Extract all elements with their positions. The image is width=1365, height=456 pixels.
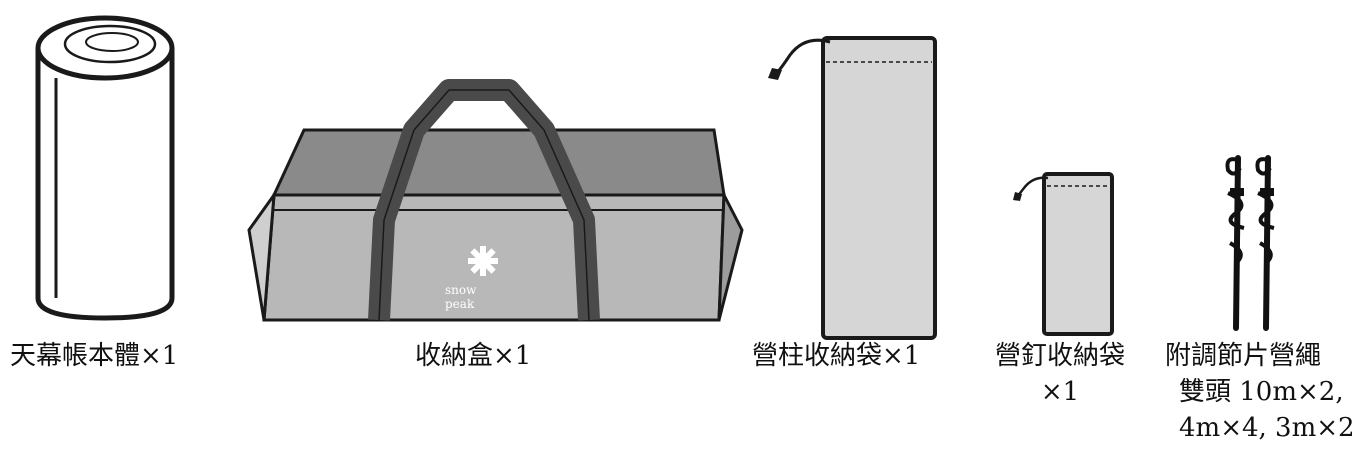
- peg-bag-illustration: [1013, 172, 1114, 336]
- storage-bag-caption: 收納盒×1: [415, 341, 532, 371]
- guy-rope-illustration: [1225, 155, 1275, 331]
- peg-bag-caption-line-1: 營釘收納袋: [994, 341, 1125, 371]
- pole-bag-illustration: [768, 36, 937, 340]
- bag-logo-text: snow peak: [445, 283, 477, 311]
- snow-peak-logo-icon: [468, 246, 498, 276]
- guy-rope-caption-line-3: 4m×4, 3m×2: [1179, 413, 1355, 443]
- peg-bag-caption-line-2: ×1: [1040, 377, 1080, 407]
- guy-rope-caption-line-2: 雙頭 10m×2,: [1179, 377, 1344, 407]
- storage-bag-illustration: [247, 79, 744, 322]
- guy-rope-caption-line-1: 附調節片營繩: [1165, 341, 1322, 371]
- tent-body-caption: 天幕帳本體×1: [10, 341, 179, 371]
- rolled-tent-illustration: [35, 15, 175, 321]
- pole-bag-caption: 營柱收納袋×1: [752, 341, 921, 371]
